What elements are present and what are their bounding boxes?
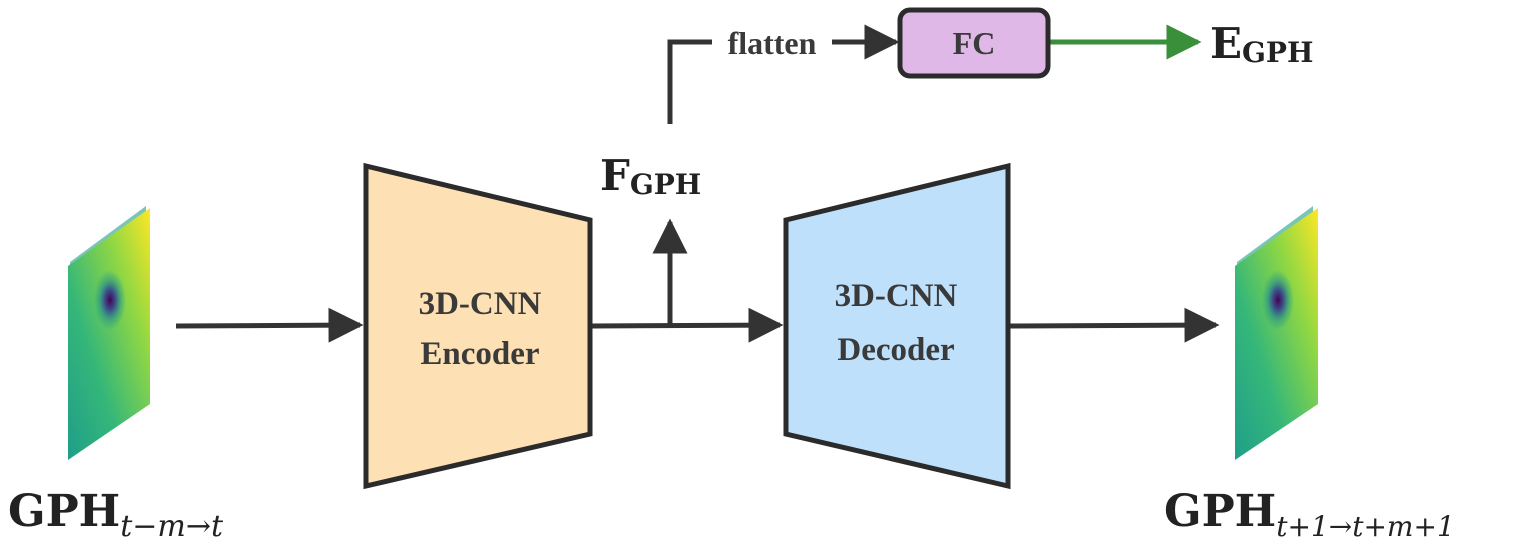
input-gph-field-image (68, 206, 150, 460)
input-label-main: GPH (8, 486, 120, 537)
input-to-encoder-arrow (175, 307, 364, 343)
decoder-to-output-arrow (1009, 307, 1220, 343)
encoder-label-line1: 3D-CNN (419, 286, 542, 322)
feature-label-main: F (600, 151, 630, 200)
input-label-sub: t−m→t (120, 509, 224, 544)
flatten-path-line (667, 39, 712, 124)
fc-block: FC (897, 7, 1051, 79)
embedding-label-main: E (1210, 19, 1242, 68)
decoder-label-line2: Decoder (837, 332, 954, 368)
decoder-block: 3D-CNN Decoder (783, 162, 1011, 490)
output-label-sub: t+1→t+m+1 (1276, 510, 1455, 543)
encoder-label-line2: Encoder (420, 336, 539, 372)
encoder-block: 3D-CNN Encoder (363, 162, 593, 490)
input-label: GPHt−m→t (8, 486, 224, 544)
feature-label-sub: GPH (630, 168, 701, 201)
feature-label: FGPH (600, 151, 701, 201)
decoder-label-line1: 3D-CNN (835, 278, 958, 314)
embedding-label-sub: GPH (1242, 36, 1313, 69)
fc-label: FC (953, 25, 996, 61)
encoder-to-decoder-arrow (591, 307, 784, 343)
output-gph-field-image (1235, 206, 1318, 460)
output-label: GPHt+1→t+m+1 (1164, 486, 1455, 543)
output-label-main: GPH (1164, 486, 1276, 537)
embedding-label: EGPH (1210, 19, 1313, 69)
flatten-label: flatten (728, 25, 817, 61)
